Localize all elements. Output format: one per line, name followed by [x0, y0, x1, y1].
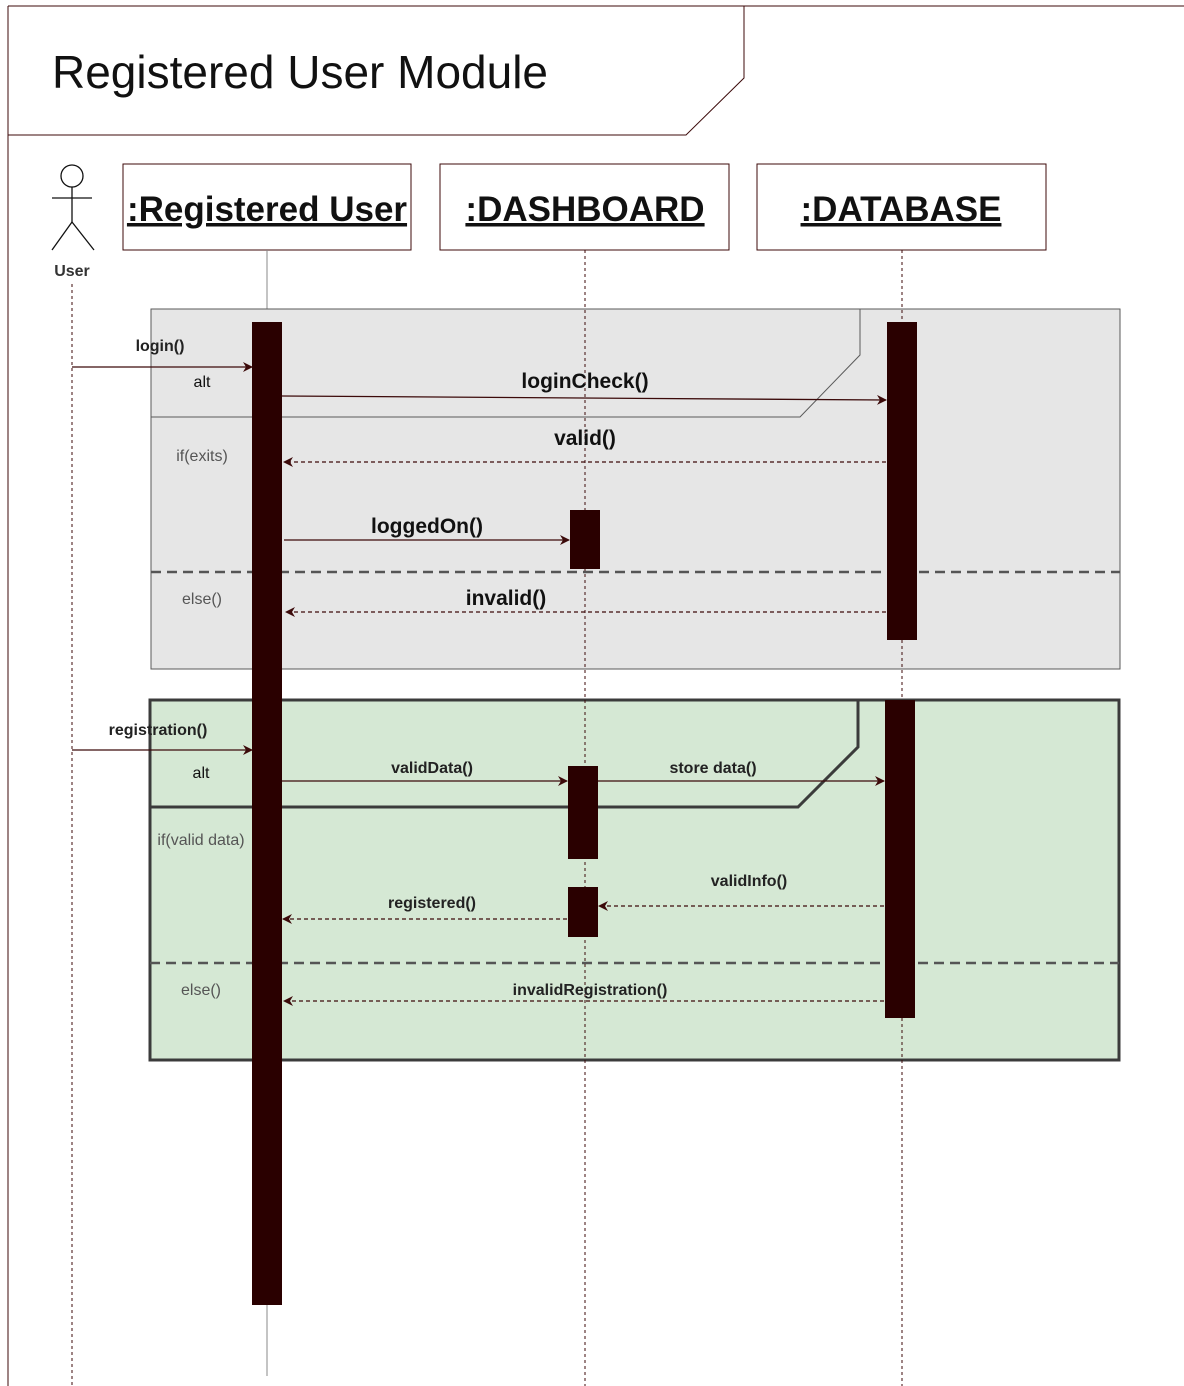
activation-dashboard-logged-on — [570, 510, 600, 569]
actor-label: User — [54, 263, 90, 280]
login-alt-fragment: alt if(exits) else() — [150, 308, 1121, 670]
lifeline-registered-user-label: :Registered User — [127, 190, 407, 229]
message-invalid-registration-label: invalidRegistration() — [513, 982, 668, 999]
activation-database-registration — [885, 700, 915, 1018]
title-tab — [8, 6, 745, 136]
actor-head-icon — [60, 164, 84, 188]
lifeline-dashboard: :DASHBOARD — [439, 163, 730, 251]
activation-registered-user — [252, 322, 282, 1305]
message-login-check-label: loginCheck() — [521, 370, 648, 393]
activation-dashboard-registered — [568, 887, 598, 937]
activation-dashboard-valid-data — [568, 766, 598, 859]
message-valid-info-label: validInfo() — [711, 873, 787, 890]
activation-database-login — [887, 322, 917, 640]
lifeline-database: :DATABASE — [756, 163, 1047, 251]
registration-guard-if: if(valid data) — [157, 832, 244, 849]
message-valid-data-label: validData() — [391, 760, 473, 777]
actor-user: User — [51, 164, 95, 1386]
registration-alt-fragment: alt if(valid data) else() — [148, 698, 1121, 1062]
message-store-data-label: store data() — [669, 760, 756, 777]
diagram-title: Registered User Module — [52, 46, 548, 98]
message-invalid-label: invalid() — [466, 587, 547, 610]
lifeline-registered-user: :Registered User — [122, 163, 412, 1376]
message-login-label: login() — [136, 338, 185, 355]
login-alt-tab — [151, 309, 861, 418]
message-login-check-arrow — [281, 394, 887, 405]
lifeline-database-label: :DATABASE — [801, 190, 1002, 229]
message-registered-label: registered() — [388, 895, 476, 912]
message-registration-label: registration() — [109, 722, 208, 739]
message-logged-on-label: loggedOn() — [371, 515, 483, 538]
messages: login() loginCheck() valid() loggedOn() … — [72, 338, 887, 1006]
login-guard-else: else() — [182, 591, 222, 608]
activation-bars — [252, 322, 917, 1305]
registration-guard-else: else() — [181, 982, 221, 999]
registration-alt-tab — [150, 700, 860, 809]
registration-alt-operator: alt — [193, 765, 210, 782]
lifeline-dashboard-label: :DASHBOARD — [465, 190, 704, 229]
diagram-frame: Registered User Module — [7, 5, 1184, 1386]
login-guard-if: if(exits) — [176, 448, 228, 465]
message-valid-label: valid() — [554, 427, 616, 450]
login-alt-operator: alt — [194, 374, 211, 391]
